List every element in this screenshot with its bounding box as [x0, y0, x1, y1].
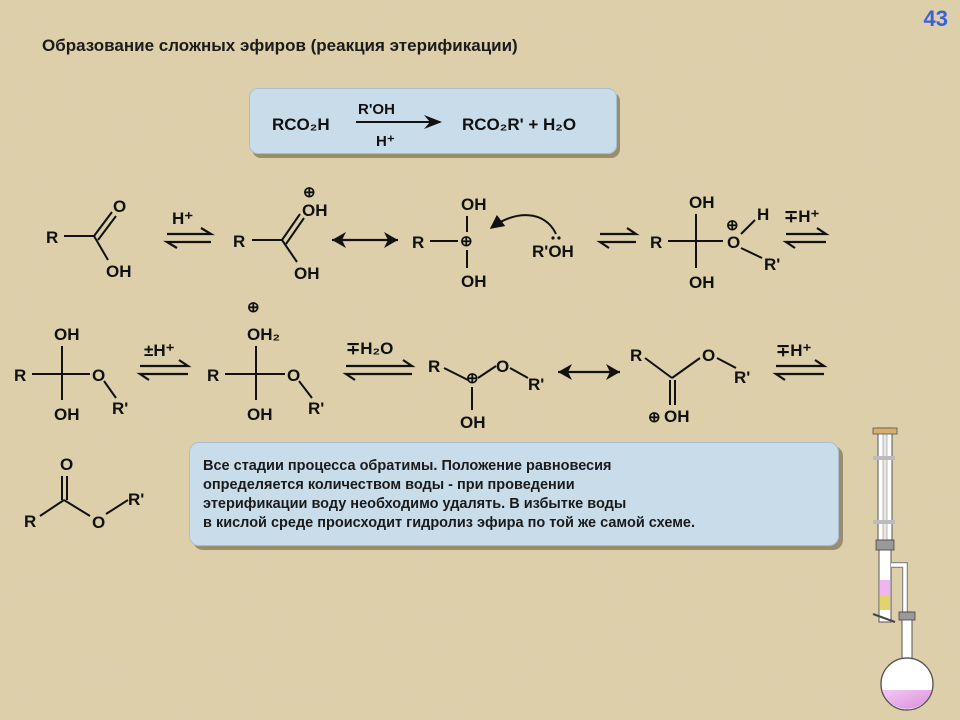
structure-protonated-acid: R OH ⊕ OH [233, 184, 328, 283]
structure-ester-product: O R O R' [24, 455, 144, 532]
equation-arrowhead [424, 115, 442, 129]
dean-stark-apparatus-icon [872, 427, 934, 711]
atom-r-prime: R' [112, 399, 128, 418]
atom-oh: OH [664, 407, 690, 426]
positive-charge-icon: ⊕ [303, 184, 316, 201]
curved-attack-arrow [489, 214, 557, 235]
reagent-alcohol: R'OH [532, 242, 574, 261]
structure-carbocation: R OH OH ⊕ [412, 195, 487, 291]
positive-charge-icon: ⊕ [460, 233, 473, 250]
structure-carboxylic-acid: R O OH [46, 197, 132, 281]
atom-r: R [412, 233, 424, 252]
structure-protonated-ester: R O R' ⊕ OH [630, 346, 750, 426]
atom-r-prime: R' [128, 490, 144, 509]
structure-protonated-tetrahedral: ⊕ OH₂ R OH O R' [207, 299, 324, 424]
atom-o: O [702, 346, 715, 365]
atom-r-prime: R' [308, 399, 324, 418]
positive-charge-icon: ⊕ [648, 409, 661, 426]
equilibrium-protonation: H⁺ [163, 209, 215, 249]
atom-h: H [757, 205, 769, 224]
atom-oh2: OH₂ [247, 325, 280, 344]
atom-o: O [727, 233, 740, 252]
atom-o: O [60, 455, 73, 474]
atom-oh: OH [54, 325, 80, 344]
info-line: определяется количеством воды - при пров… [203, 477, 575, 493]
overall-equation: RCO₂H R'OH H⁺ RCO₂R' + H₂O [272, 101, 576, 150]
resonance-arrow [558, 364, 620, 380]
atom-r: R [650, 233, 662, 252]
atom-oh: OH [294, 264, 320, 283]
reagent-h-plus: ∓H⁺ [784, 207, 820, 226]
equilibrium-proton-transfer: ±H⁺ [136, 341, 192, 381]
atom-oh: OH [106, 262, 132, 281]
equation-reagent-bottom: H⁺ [376, 133, 395, 150]
atom-oh: OH [461, 272, 487, 291]
equation-reactant: RCO₂H [272, 115, 330, 134]
atom-r: R [24, 512, 36, 531]
atom-oh: OH [460, 413, 486, 432]
slide-number: 43 [923, 6, 948, 31]
info-line: Все стадии процесса обратимы. Положение … [203, 458, 612, 474]
atom-o: O [92, 366, 105, 385]
structure-tetrahedral-intermediate: OH R OH O R' [14, 325, 128, 424]
reagent-h-plus: ±H⁺ [144, 341, 175, 360]
structure-oxonium-adduct: R OH OH O ⊕ H R' [650, 193, 780, 292]
equilibrium-water-loss: ∓H₂O [342, 339, 416, 381]
atom-o: O [496, 357, 509, 376]
reagent-water: ∓H₂O [346, 339, 393, 358]
equilibrium-deprotonation: ∓H⁺ [772, 341, 828, 381]
atom-o: O [92, 513, 105, 532]
reagent-h-plus: H⁺ [172, 209, 193, 228]
positive-charge-icon: ⊕ [466, 370, 479, 387]
atom-r: R [207, 366, 219, 385]
positive-charge-icon: ⊕ [726, 217, 739, 234]
nucleophile-alcohol: R'OH [489, 214, 574, 261]
atom-oh: OH [54, 405, 80, 424]
atom-oh: OH [689, 273, 715, 292]
atom-r-prime: R' [528, 375, 544, 394]
info-line: в кислой среде происходит гидролиз эфира… [203, 515, 696, 531]
positive-charge-icon: ⊕ [247, 299, 260, 316]
atom-r-prime: R' [734, 368, 750, 387]
atom-r: R [233, 232, 245, 251]
atom-oh: OH [302, 201, 328, 220]
atom-r: R [46, 228, 58, 247]
resonance-arrow [332, 232, 398, 248]
structure-ester-cation: R ⊕ O R' OH [428, 357, 544, 432]
atom-oh: OH [689, 193, 715, 212]
reagent-h-plus: ∓H⁺ [776, 341, 812, 360]
atom-o: O [113, 197, 126, 216]
atom-oh: OH [247, 405, 273, 424]
equilibrium-addition [596, 227, 640, 249]
equation-product: RCO₂R' + H₂O [462, 115, 576, 134]
atom-r-prime: R' [764, 255, 780, 274]
info-box: Все стадии процесса обратимы. Положение … [189, 442, 839, 546]
atom-r: R [14, 366, 26, 385]
atom-r: R [428, 357, 440, 376]
atom-oh: OH [461, 195, 487, 214]
page-title: Образование сложных эфиров (реакция этер… [42, 36, 518, 55]
equation-reagent-top: R'OH [358, 101, 395, 118]
atom-o: O [287, 366, 300, 385]
info-line: этерификации воду необходимо удалять. В … [203, 496, 627, 512]
equilibrium-proton-transfer: ∓H⁺ [782, 207, 830, 249]
atom-r: R [630, 346, 642, 365]
